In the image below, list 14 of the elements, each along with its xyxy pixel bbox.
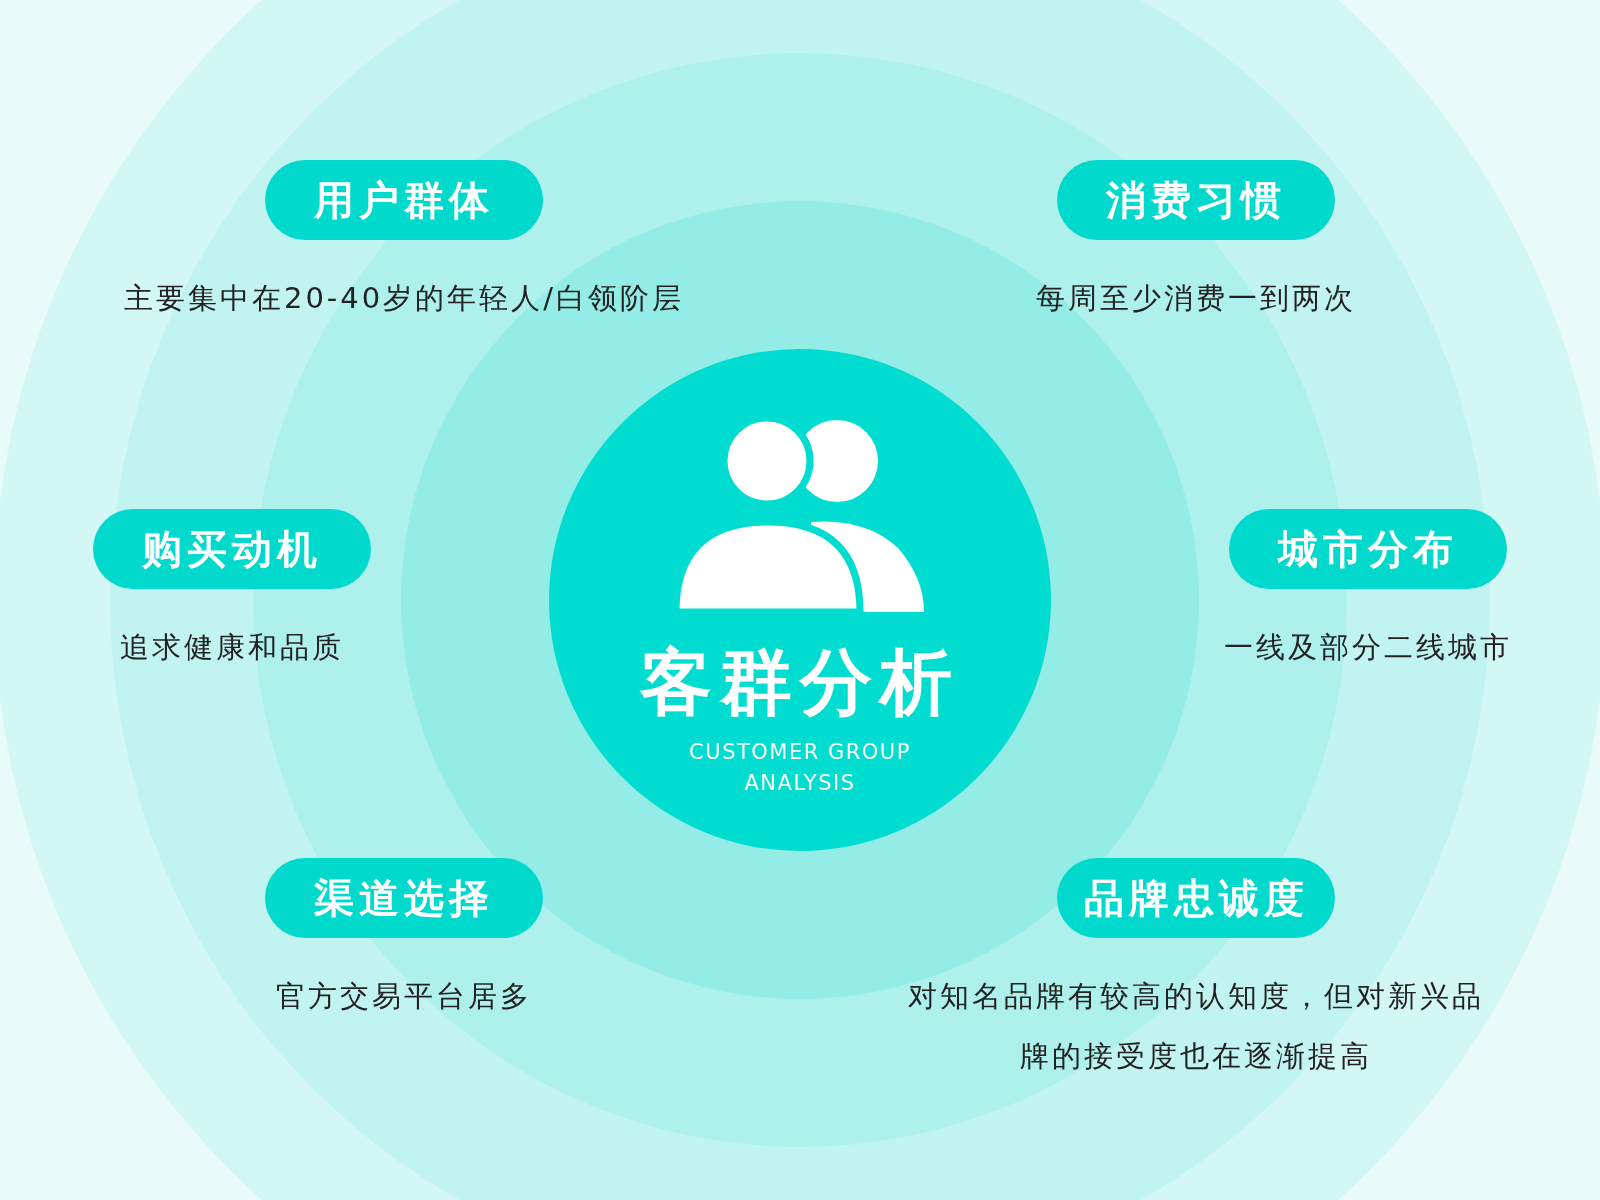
category-pill: 用户群体 xyxy=(265,160,543,240)
title-text: 客群分析 xyxy=(639,639,961,725)
description-text: 追求健康和品质 xyxy=(119,629,345,666)
subtitle-text: CUSTOMER GROUP ANALYSIS xyxy=(688,739,912,797)
category-pill: 渠道选择 xyxy=(265,858,543,938)
description-text: 一线及部分二线城市 xyxy=(1223,629,1513,666)
description-text: 主要集中在20-40岁的年轻人/白领阶层 xyxy=(122,280,685,317)
description-text: 官方交易平台居多 xyxy=(275,978,533,1015)
description-text: 对知名品牌有较高的认知度，但对新兴品牌的接受度也在逐渐提高 xyxy=(907,978,1485,1075)
description-text: 每周至少消费一到两次 xyxy=(1035,280,1357,317)
category-pill: 购买动机 xyxy=(93,509,371,589)
category-pill: 消费习惯 xyxy=(1057,160,1335,240)
category-pill: 城市分布 xyxy=(1229,509,1507,589)
category-pill: 品牌忠诚度 xyxy=(1057,858,1335,938)
